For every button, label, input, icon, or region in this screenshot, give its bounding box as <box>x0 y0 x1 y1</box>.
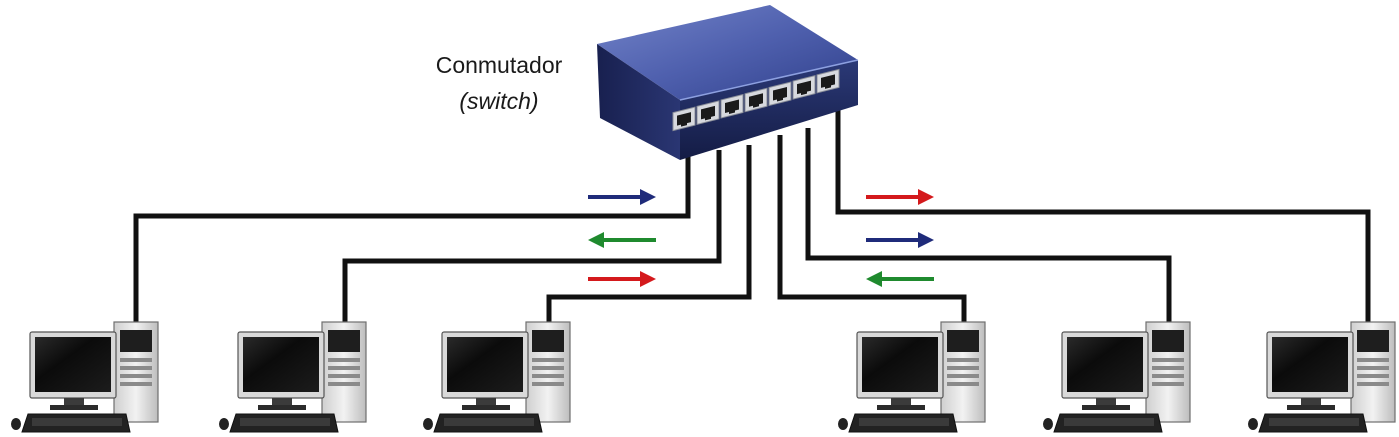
switch-port <box>816 68 840 94</box>
switch-port <box>720 93 744 119</box>
arrow-left-1 <box>588 189 656 205</box>
switch-port <box>792 75 816 100</box>
arrow-right-3 <box>866 271 934 287</box>
arrow-left-3 <box>588 271 656 287</box>
cable-pc-3 <box>546 145 752 330</box>
cable-pc-5 <box>805 128 1172 330</box>
mouse <box>219 418 229 430</box>
monitor <box>237 331 325 410</box>
computer-6 <box>1248 321 1396 433</box>
switch-port <box>768 81 792 107</box>
mouse <box>423 418 433 430</box>
computer-4 <box>838 321 986 433</box>
switch-port <box>696 100 720 125</box>
mouse <box>838 418 848 430</box>
switch-sublabel: (switch) <box>459 88 539 114</box>
cable-pc-1 <box>133 150 691 330</box>
switch-port <box>672 106 696 132</box>
computers <box>11 321 1396 433</box>
mouse <box>1043 418 1053 430</box>
switch-device <box>597 5 859 160</box>
cable-pc-2 <box>342 150 722 328</box>
traffic-arrows <box>588 189 934 287</box>
monitor <box>29 331 117 410</box>
computer-3 <box>423 321 571 433</box>
monitor <box>1266 331 1354 410</box>
computer-5 <box>1043 321 1191 433</box>
monitor <box>441 331 529 410</box>
computer-2 <box>219 321 367 433</box>
switch-port <box>744 87 768 113</box>
arrow-right-2 <box>866 232 934 248</box>
mouse <box>1248 418 1258 430</box>
switch-label: Conmutador <box>435 52 563 78</box>
monitor <box>1061 331 1149 410</box>
mouse <box>11 418 21 430</box>
switch-ports <box>672 68 840 132</box>
cable-pc-4 <box>777 135 967 330</box>
cables <box>133 110 1371 330</box>
monitor <box>856 331 944 410</box>
arrow-left-2 <box>588 232 656 248</box>
cable-pc-6 <box>835 110 1371 330</box>
computer-1 <box>11 321 159 433</box>
arrow-right-1 <box>866 189 934 205</box>
